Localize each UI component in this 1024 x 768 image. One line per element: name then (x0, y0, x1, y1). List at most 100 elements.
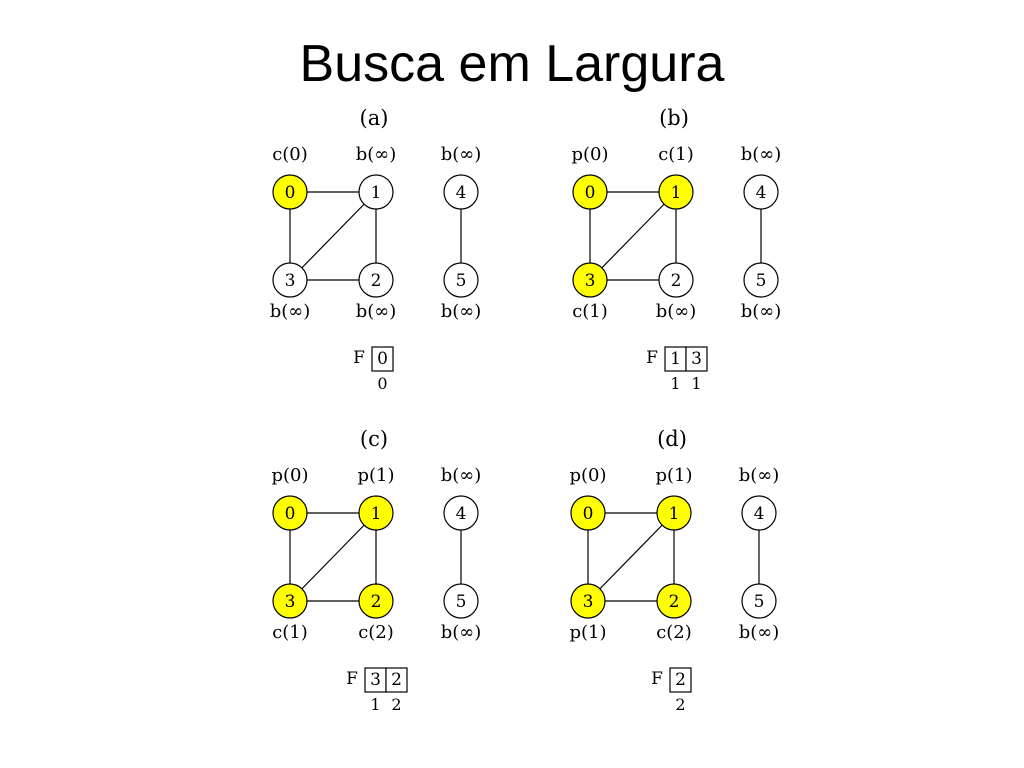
queue-item: 3 (691, 349, 702, 369)
node-label: 4 (754, 504, 765, 524)
node-label: 1 (671, 183, 682, 203)
graph-node (658, 174, 694, 210)
node-status-label: p(0) (569, 465, 606, 486)
panel-label: (c) (360, 427, 388, 451)
graph-node (443, 583, 479, 619)
panel-label: (b) (659, 106, 689, 130)
queue-distance: 1 (691, 374, 701, 393)
graph-node (741, 495, 777, 531)
graph-node (272, 174, 308, 210)
graph-node (272, 583, 308, 619)
queue-item: 2 (391, 670, 402, 690)
node-status-label: b(∞) (741, 144, 782, 165)
graph-node (741, 583, 777, 619)
queue-item: 3 (370, 670, 381, 690)
queue-label: F (646, 348, 658, 368)
node-label: 3 (583, 592, 594, 612)
node-label: 3 (585, 271, 596, 291)
node-status-label: b(∞) (356, 301, 397, 322)
node-status-label: b(∞) (441, 622, 482, 643)
node-status-label: b(∞) (739, 622, 780, 643)
node-label: 1 (669, 504, 680, 524)
graph-node (443, 495, 479, 531)
queue-cell (385, 667, 408, 693)
queue-item: 0 (377, 349, 388, 369)
node-label: 2 (371, 592, 382, 612)
node-label: 5 (754, 592, 765, 612)
node-status-label: b(∞) (656, 301, 697, 322)
node-status-label: p(1) (569, 622, 606, 643)
node-label: 0 (583, 504, 594, 524)
queue-cell (685, 346, 708, 372)
queue-label: F (346, 669, 358, 689)
node-status-label: p(1) (655, 465, 692, 486)
graph-node (358, 583, 394, 619)
node-status-label: b(∞) (441, 144, 482, 165)
graph-node (272, 262, 308, 298)
node-status-label: c(1) (572, 301, 608, 322)
queue-distance: 1 (370, 695, 380, 714)
graph-node (743, 262, 779, 298)
graph-node (358, 262, 394, 298)
graph-node (572, 174, 608, 210)
queue-cell (669, 667, 692, 693)
graph-node (570, 583, 606, 619)
node-label: 1 (371, 183, 382, 203)
node-label: 2 (669, 592, 680, 612)
node-status-label: b(∞) (739, 465, 780, 486)
node-status-label: b(∞) (441, 301, 482, 322)
panel-label: (d) (657, 427, 687, 451)
node-status-label: b(∞) (741, 301, 782, 322)
queue-distance: 2 (675, 695, 685, 714)
queue-distance: 0 (377, 374, 387, 393)
graph-edge (289, 512, 377, 602)
node-status-label: p(0) (571, 144, 608, 165)
node-status-label: c(2) (656, 622, 692, 643)
node-label: 1 (371, 504, 382, 524)
node-label: 5 (456, 271, 467, 291)
graph-edge (589, 191, 677, 281)
queue-item: 1 (670, 349, 681, 369)
node-label: 4 (456, 183, 467, 203)
node-status-label: c(1) (658, 144, 694, 165)
graph-node (358, 174, 394, 210)
node-status-label: b(∞) (356, 144, 397, 165)
queue-distance: 1 (670, 374, 680, 393)
queue-label: F (353, 348, 365, 368)
node-label: 2 (671, 271, 682, 291)
node-label: 0 (585, 183, 596, 203)
queue-label: F (651, 669, 663, 689)
node-status-label: b(∞) (441, 465, 482, 486)
graph-edge (587, 512, 675, 602)
graph-node (443, 174, 479, 210)
graph-node (658, 262, 694, 298)
node-status-label: b(∞) (270, 301, 311, 322)
node-status-label: c(2) (358, 622, 394, 643)
queue-distance: 2 (391, 695, 401, 714)
graph-node (572, 262, 608, 298)
queue-item: 2 (675, 670, 686, 690)
graph-node (656, 495, 692, 531)
graph-node (743, 174, 779, 210)
node-status-label: c(1) (272, 622, 308, 643)
node-label: 2 (371, 271, 382, 291)
graph-node (443, 262, 479, 298)
node-label: 5 (456, 592, 467, 612)
node-label: 4 (456, 504, 467, 524)
graph-node (656, 583, 692, 619)
panel-label: (a) (360, 106, 389, 130)
graph-node (272, 495, 308, 531)
node-status-label: c(0) (272, 144, 308, 165)
graph-edge (289, 191, 377, 281)
node-label: 4 (756, 183, 767, 203)
node-label: 0 (285, 504, 296, 524)
node-label: 0 (285, 183, 296, 203)
graph-node (358, 495, 394, 531)
queue-cell (371, 346, 394, 372)
node-status-label: p(1) (357, 465, 394, 486)
